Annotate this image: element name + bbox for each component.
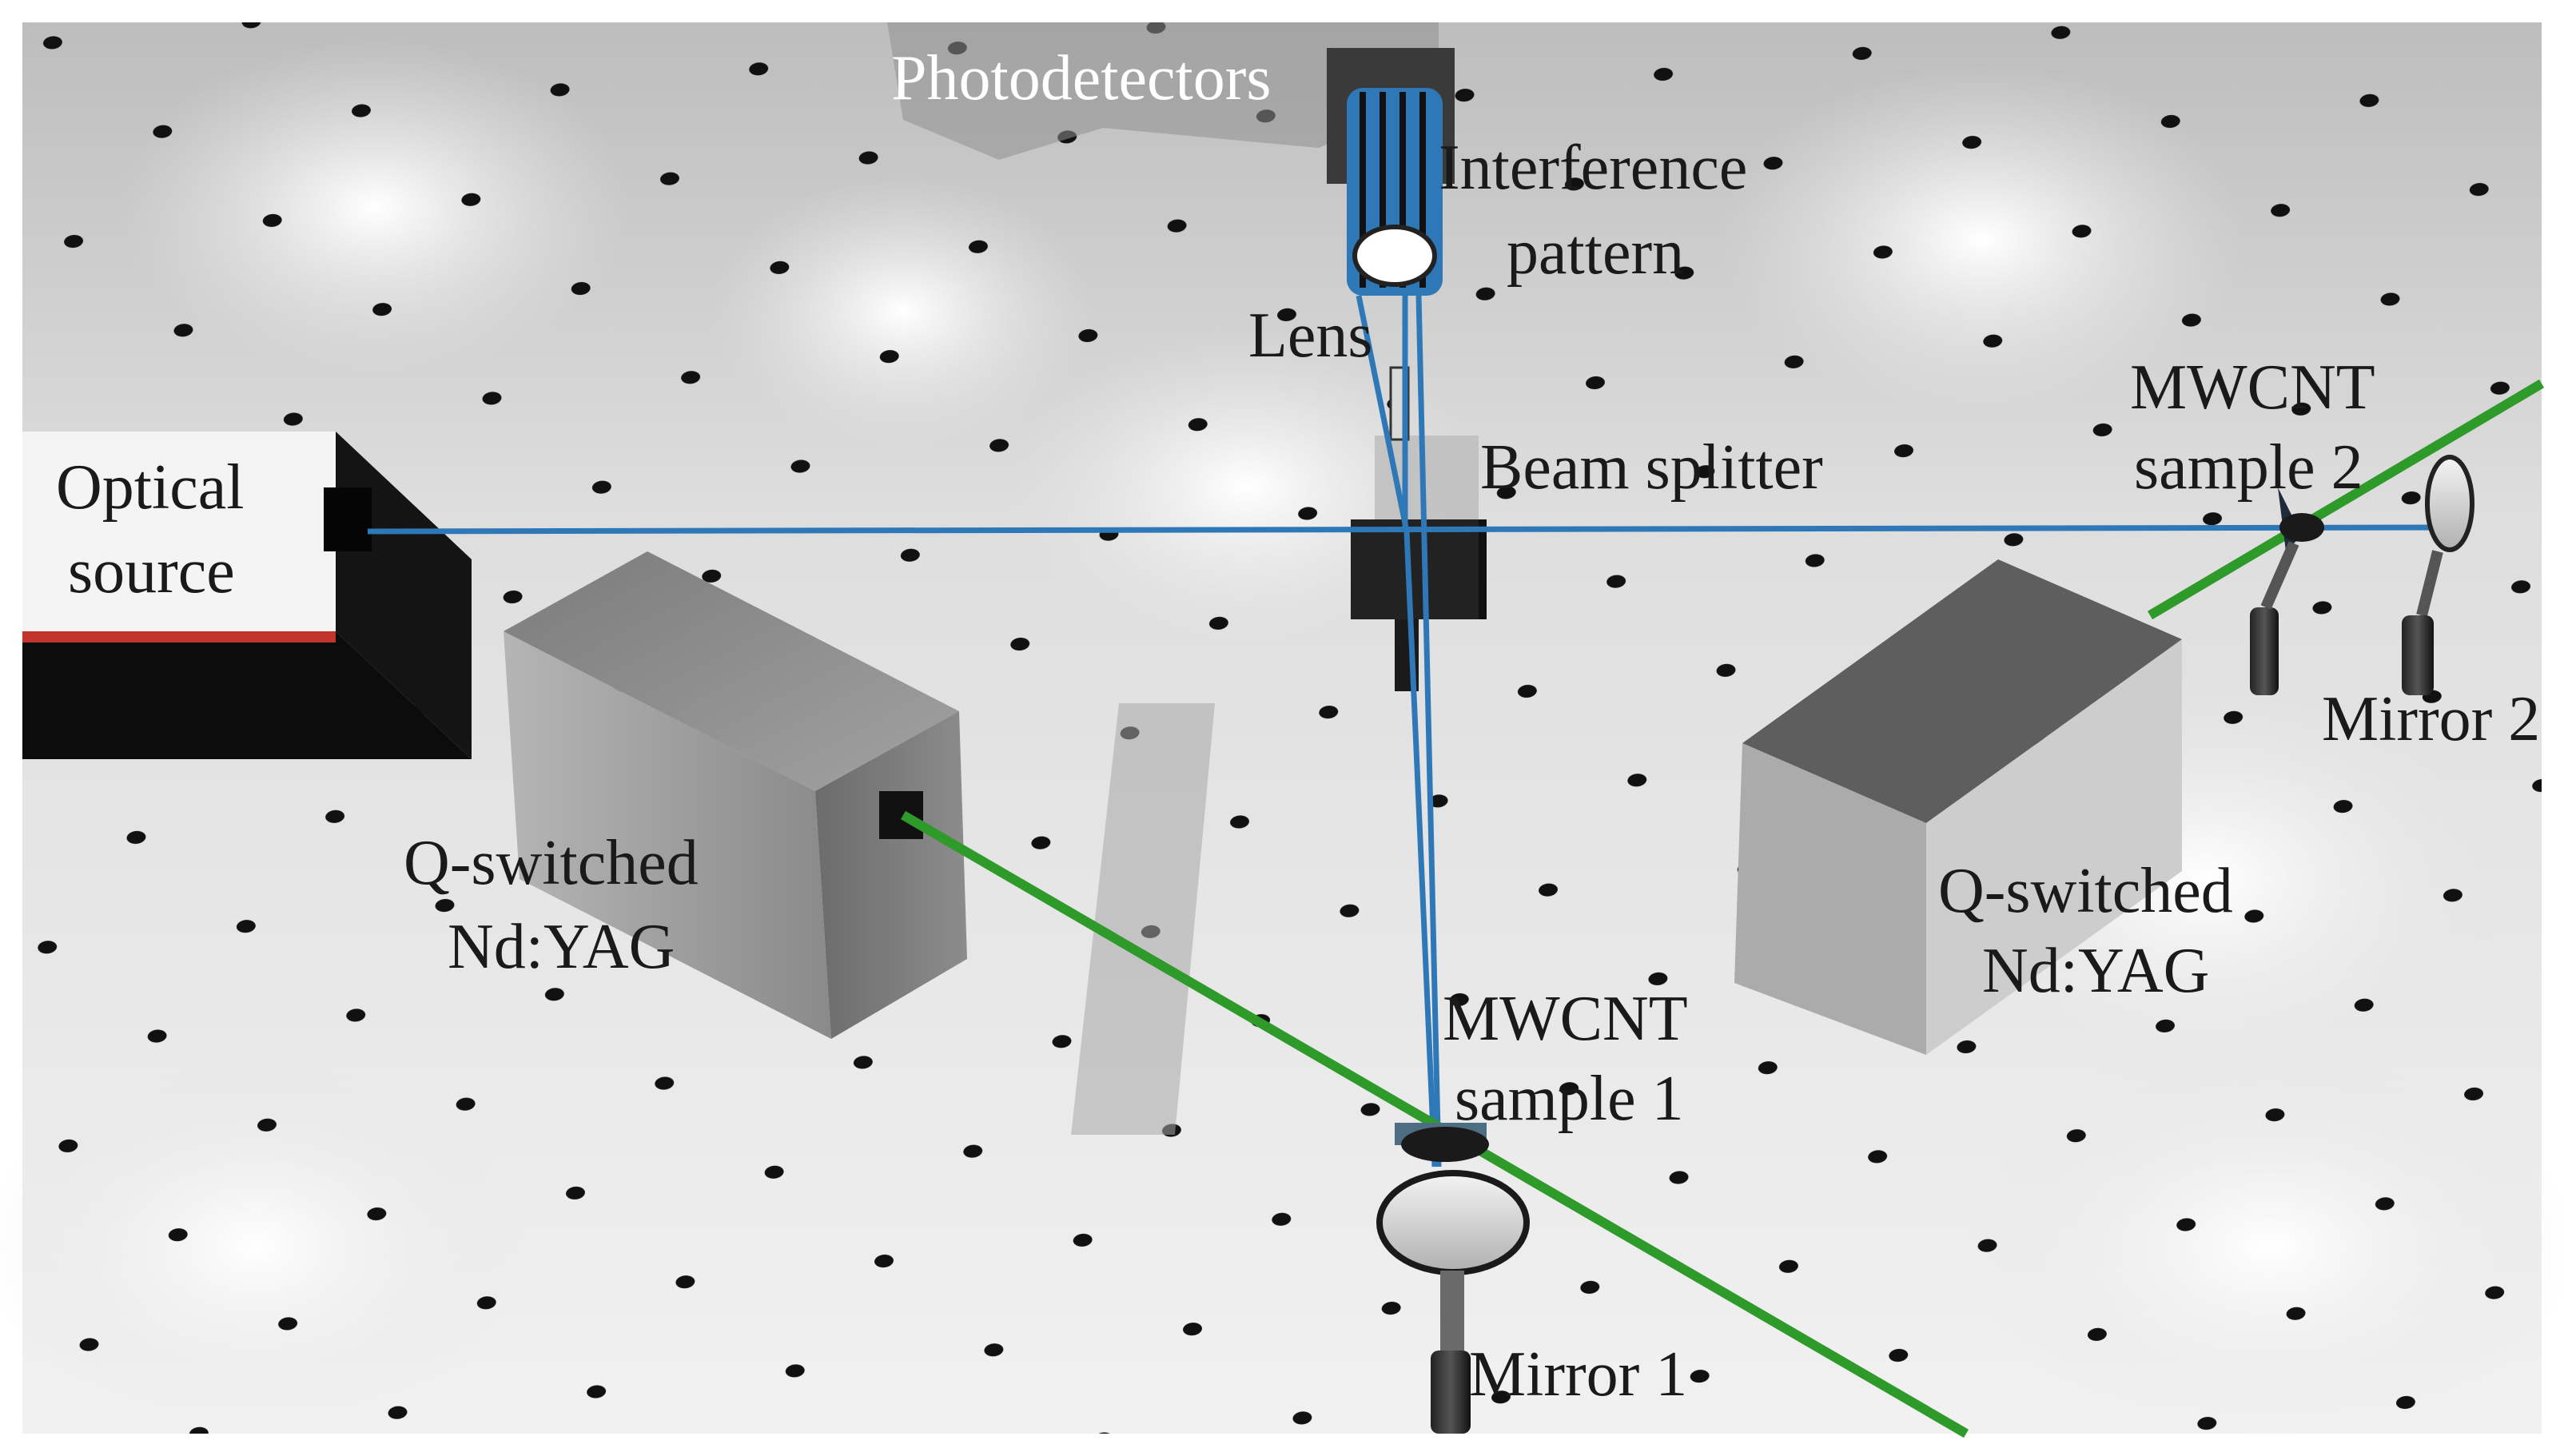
- mirror-1-post: [1431, 1351, 1471, 1434]
- mwcnt-1-label-line2: sample 1: [1455, 1064, 1684, 1134]
- mirror-1-rod: [1440, 1271, 1464, 1351]
- optical-source-stripe: [22, 631, 336, 642]
- laser-right-top: [1742, 559, 2182, 823]
- optical-source-body: [22, 432, 336, 631]
- photodetector-housing: [887, 22, 1439, 160]
- mwcnt-2-label-line1: MWCNT: [2130, 352, 2375, 423]
- table-shadow: [1071, 703, 1215, 1135]
- q-switched-left-line2: Nd:YAG: [448, 912, 675, 982]
- laser-left-front: [815, 711, 967, 1039]
- sample-1-holder: [1401, 1127, 1489, 1162]
- q-switched-left-line1: Q-switched: [404, 828, 699, 898]
- q-switched-right-line1: Q-switched: [1938, 856, 2233, 926]
- optical-source-base: [22, 631, 472, 759]
- mirror-2: [2425, 455, 2474, 552]
- mwcnt-2-label-line2: sample 2: [2134, 432, 2363, 503]
- optical-label: Optical: [56, 452, 245, 523]
- laser-right-side: [1734, 743, 1926, 1055]
- mirror-1: [1376, 1170, 1530, 1275]
- sample-2-rod: [2260, 541, 2299, 610]
- lens-label: Lens: [1248, 300, 1373, 371]
- beam-splitter-label: Beam splitter: [1480, 432, 1823, 503]
- photodetectors-label: Photodetectors: [891, 43, 1272, 113]
- pattern-label: pattern: [1507, 217, 1685, 288]
- sample-2-holder: [2279, 513, 2324, 542]
- laser-left-top: [504, 551, 959, 791]
- mirror-2-label: Mirror 2: [2322, 684, 2541, 754]
- detector-face: [1352, 225, 1437, 287]
- laser-left-aperture: [879, 791, 923, 839]
- mwcnt-1-label-line1: MWCNT: [1443, 984, 1688, 1054]
- optical-source-aperture: [324, 487, 372, 551]
- beam-splitter-edge: [1479, 519, 1487, 619]
- probe-beam: [367, 295, 2451, 1168]
- mirror-1-label: Mirror 1: [1469, 1339, 1688, 1410]
- source-label: source: [68, 536, 235, 607]
- laser-right-front: [1926, 639, 2182, 1055]
- q-switched-right-line2: Nd:YAG: [1982, 936, 2210, 1006]
- interference-label: Interference: [1439, 133, 1748, 203]
- mirror-2-rod: [2416, 550, 2443, 617]
- mirror-2-post: [2402, 615, 2434, 695]
- laser-left-side: [504, 631, 831, 1039]
- sample-2-post: [2250, 607, 2279, 695]
- beam-splitter-mount: [1351, 519, 1487, 619]
